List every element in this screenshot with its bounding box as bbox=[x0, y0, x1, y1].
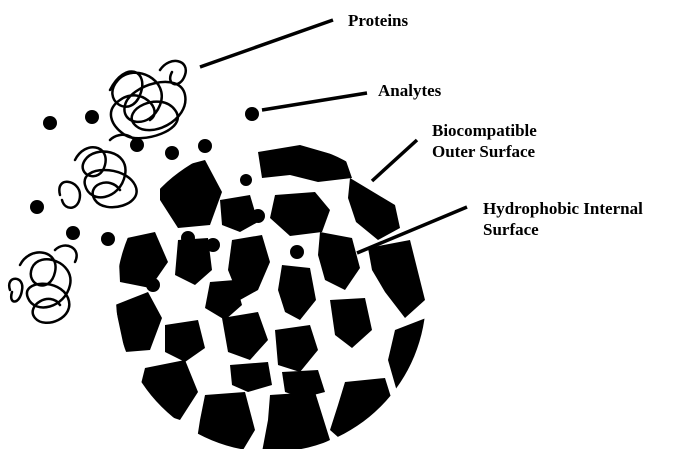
outer-surface-label-line2: Outer Surface bbox=[432, 141, 537, 162]
analyte-dot bbox=[30, 200, 44, 214]
analytes-leader-line bbox=[262, 93, 367, 110]
porous-particle bbox=[115, 142, 426, 449]
proteins-leader-line bbox=[200, 20, 333, 67]
analytes-label: Analytes bbox=[378, 80, 441, 101]
analyte-dot bbox=[43, 116, 57, 130]
analyte-dot bbox=[66, 226, 80, 240]
internal-surface-label-line2: Surface bbox=[483, 219, 643, 240]
outer-surface-label: Biocompatible Outer Surface bbox=[432, 120, 537, 162]
protein-coil bbox=[9, 246, 76, 323]
analyte-dot bbox=[206, 238, 220, 252]
analyte-dot bbox=[165, 146, 179, 160]
analyte-dot bbox=[290, 245, 304, 259]
outer-surface-label-line1: Biocompatible bbox=[432, 120, 537, 141]
internal-surface-label: Hydrophobic Internal Surface bbox=[483, 198, 643, 240]
analyte-dot bbox=[181, 231, 195, 245]
protein-coil bbox=[59, 135, 136, 208]
analyte-dot bbox=[245, 107, 259, 121]
analyte-dot bbox=[85, 110, 99, 124]
proteins-label: Proteins bbox=[348, 10, 408, 31]
analyte-dot bbox=[198, 139, 212, 153]
analyte-dot bbox=[146, 278, 160, 292]
analyte-dot bbox=[240, 174, 252, 186]
protein-coil bbox=[110, 61, 186, 138]
outer-surface-leader-line bbox=[372, 140, 417, 181]
analyte-dot bbox=[101, 232, 115, 246]
analyte-dot bbox=[251, 209, 265, 223]
internal-surface-label-line1: Hydrophobic Internal bbox=[483, 198, 643, 219]
analyte-dot bbox=[176, 178, 190, 192]
